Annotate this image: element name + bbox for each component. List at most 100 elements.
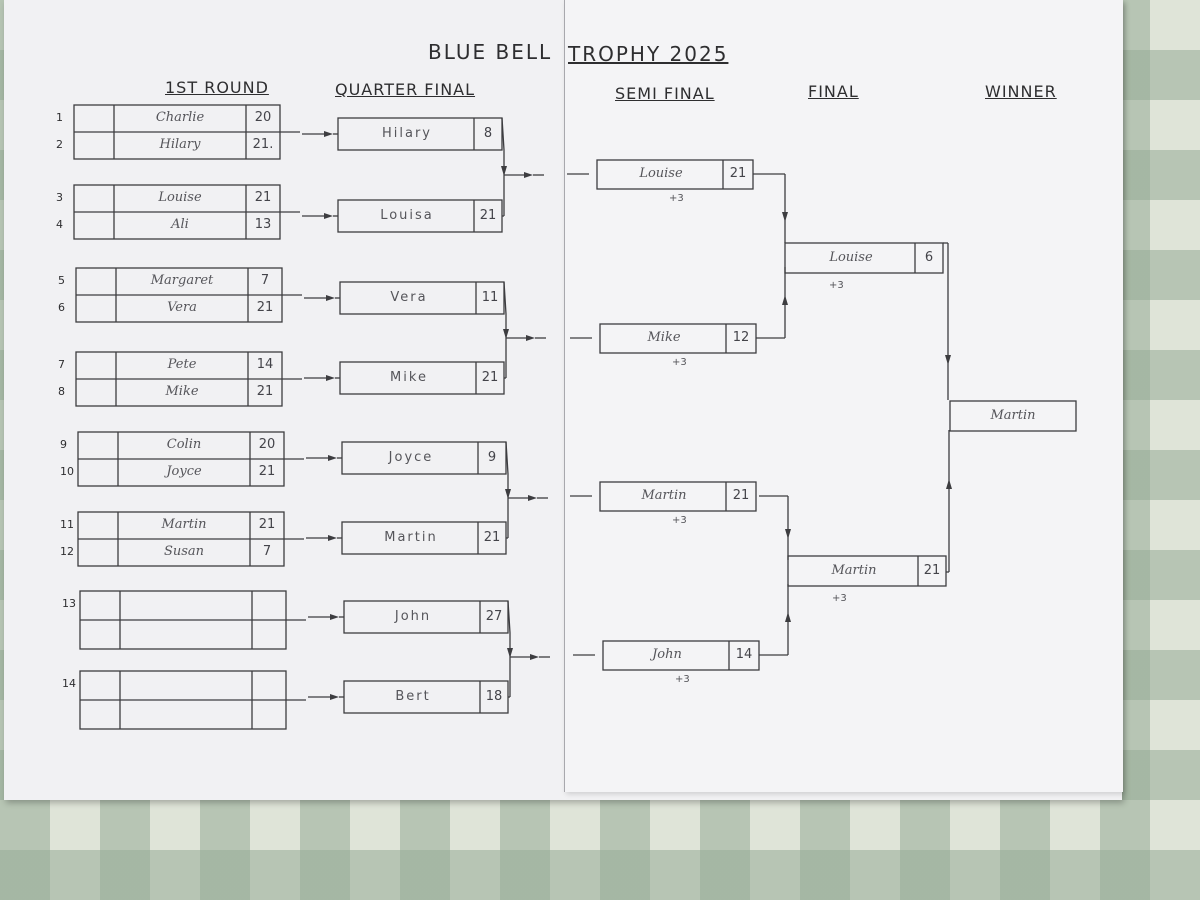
player-score: 14 <box>256 357 274 372</box>
title-blue-bell: BLUE BELL <box>428 40 553 64</box>
winner-name: Martin <box>990 408 1036 423</box>
player-name: Pete <box>167 357 197 372</box>
player-name: Charlie <box>155 110 205 125</box>
quarter-final-score: 9 <box>487 450 497 465</box>
quarter-final-name: Mike <box>390 370 428 385</box>
arrow-down-icon <box>785 529 791 539</box>
bracket-line <box>505 441 509 475</box>
arrow-right-icon <box>330 614 339 620</box>
quarter-final-name: Bert <box>395 689 431 704</box>
final-box <box>787 555 947 587</box>
arrow-right-icon <box>528 495 537 501</box>
semi-final-score: 21 <box>729 166 747 181</box>
seed-number: 4 <box>56 218 63 231</box>
seed-number: 10 <box>60 465 74 478</box>
bracket-line <box>503 281 507 315</box>
heading-semi-final: SEMI FINAL <box>615 84 715 103</box>
seed-number: 11 <box>60 518 74 531</box>
player-score: 13 <box>254 217 272 232</box>
final-score: 6 <box>924 250 934 265</box>
arrow-right-icon <box>524 172 533 178</box>
seed-number: 8 <box>58 385 65 398</box>
arrow-right-icon <box>324 131 333 137</box>
player-score: 21 <box>258 517 276 532</box>
bracket-line <box>501 117 505 151</box>
quarter-final-score: 11 <box>481 290 499 305</box>
arrow-down-icon <box>501 166 507 176</box>
final-score: 21 <box>923 563 941 578</box>
player-score: 21 <box>254 190 272 205</box>
arrow-down-icon <box>503 329 509 339</box>
quarter-final-score: 21 <box>479 208 497 223</box>
player-name: Mike <box>165 384 199 399</box>
heading-quarter-final: QUARTER FINAL <box>335 80 476 99</box>
player-score: 21 <box>256 300 274 315</box>
arrow-down-icon <box>507 648 513 658</box>
paper-sheet-right <box>564 0 1123 792</box>
quarter-final-name: Vera <box>390 290 428 305</box>
heading-first-round: 1ST ROUND <box>165 78 269 97</box>
final-handicap: +3 <box>832 593 847 604</box>
semi-final-name: Mike <box>647 330 681 345</box>
arrow-right-icon <box>530 654 539 660</box>
arrow-right-icon <box>326 295 335 301</box>
quarter-final-score: 21 <box>483 530 501 545</box>
quarter-final-name: Martin <box>384 530 438 545</box>
heading-final: FINAL <box>808 82 859 101</box>
player-name: Hilary <box>159 137 201 152</box>
player-name: Colin <box>166 437 202 452</box>
player-score: 7 <box>260 273 270 288</box>
seed-number: 1 <box>56 111 63 124</box>
player-name: Joyce <box>166 464 202 479</box>
quarter-final-score: 8 <box>483 126 493 141</box>
final-box <box>784 242 944 274</box>
arrow-down-icon <box>945 355 951 365</box>
arrow-up-icon <box>782 295 788 305</box>
seed-number: 7 <box>58 358 65 371</box>
arrow-right-icon <box>330 694 339 700</box>
seed-number: 3 <box>56 191 63 204</box>
semi-final-handicap: +3 <box>672 515 687 526</box>
player-name: Vera <box>167 300 197 315</box>
player-score: 7 <box>262 544 272 559</box>
semi-final-handicap: +3 <box>675 674 690 685</box>
seed-number: 5 <box>58 274 65 287</box>
title-trophy: TROPHY 2025 <box>568 42 729 66</box>
bracket-line <box>507 600 511 634</box>
final-name: Martin <box>831 563 877 578</box>
arrow-right-icon <box>328 535 337 541</box>
semi-final-box <box>599 481 757 512</box>
seed-number: 6 <box>58 301 65 314</box>
quarter-final-score: 18 <box>485 689 503 704</box>
final-name: Louise <box>829 250 873 265</box>
quarter-final-score: 21 <box>481 370 499 385</box>
player-name: Louise <box>158 190 202 205</box>
arrow-right-icon <box>324 213 333 219</box>
semi-final-handicap: +3 <box>669 193 684 204</box>
player-name: Susan <box>163 544 205 559</box>
semi-final-name: John <box>652 647 682 662</box>
player-name: Ali <box>171 217 189 232</box>
arrow-up-icon <box>785 612 791 622</box>
arrow-right-icon <box>328 455 337 461</box>
seed-number: 12 <box>60 545 74 558</box>
quarter-final-name: Joyce <box>388 450 434 465</box>
winner-box <box>949 400 1077 432</box>
quarter-final-name: Hilary <box>381 126 432 141</box>
quarter-final-name: John <box>394 609 432 624</box>
quarter-final-score: 27 <box>485 609 503 624</box>
player-score: 21. <box>252 137 274 152</box>
player-name: Martin <box>161 517 207 532</box>
semi-final-name: Martin <box>641 488 687 503</box>
quarter-final-name: Louisa <box>380 208 434 223</box>
semi-final-score: 14 <box>735 647 753 662</box>
arrow-right-icon <box>526 335 535 341</box>
semi-final-name: Louise <box>639 166 683 181</box>
seed-number: 13 <box>62 597 76 610</box>
final-handicap: +3 <box>829 280 844 291</box>
heading-winner: WINNER <box>985 82 1057 101</box>
seed-number: 9 <box>60 438 67 451</box>
player-score: 20 <box>254 110 272 125</box>
arrow-right-icon <box>326 375 335 381</box>
